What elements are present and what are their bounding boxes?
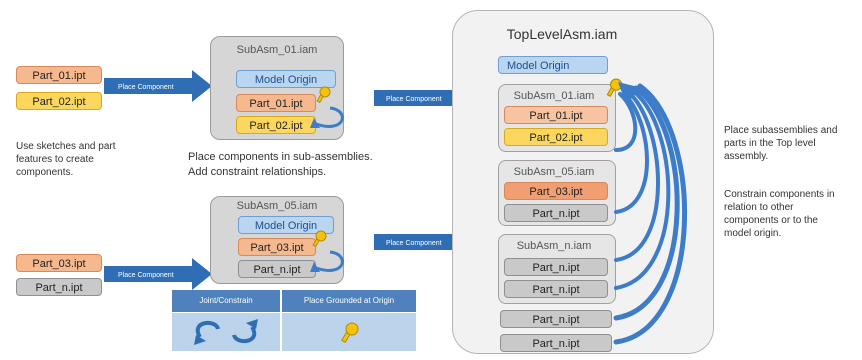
place-component-arrow-1: [104, 70, 212, 102]
subasm-05-model-origin: Model Origin: [238, 216, 334, 234]
part-01-left: Part_01.ipt: [16, 66, 102, 84]
arrow-label-3: Place Component: [386, 96, 442, 103]
ground-pin-icon: [606, 78, 623, 98]
top-subasm-01-title: SubAsm_01.iam: [513, 90, 595, 102]
top-subasm-05-title: SubAsm_05.iam: [513, 166, 595, 178]
legend-header-joint: Joint/Constrain: [172, 290, 280, 312]
arrow-label-2: Place Component: [118, 272, 174, 279]
note-line: Place subassemblies and: [724, 125, 838, 136]
top-loose-part-1: Part_n.ipt: [500, 310, 612, 328]
subasm-01-part-01: Part_01.ipt: [236, 94, 316, 112]
ground-pin-icon: [312, 230, 327, 248]
subasm-05-title: SubAsm_05.iam: [236, 200, 318, 212]
note-line: components or to the: [724, 215, 818, 226]
top-subasm-01-part-01: Part_01.ipt: [504, 106, 608, 124]
legend-cell-joint: [172, 313, 280, 351]
subasm-01-title: SubAsm_01.iam: [236, 44, 318, 56]
top-loose-part-2: Part_n.ipt: [500, 334, 612, 352]
note-line: components.: [16, 167, 74, 178]
note-create-components: Use sketches and part features to create…: [16, 140, 166, 179]
note-line: Constrain components in: [724, 189, 835, 200]
legend-cell-grounded: [282, 313, 416, 351]
note-line: relation to other: [724, 202, 794, 213]
note-line: assembly.: [724, 151, 769, 162]
subasm-05-part-n: Part_n.ipt: [238, 260, 316, 278]
note-line: features to create: [16, 154, 94, 165]
top-subasm-n-part-1: Part_n.ipt: [504, 258, 608, 276]
top-level-title: TopLevelAsm.iam: [506, 26, 618, 42]
legend-table: Joint/Constrain Place Grounded at Origin: [172, 290, 416, 352]
arrow-label-1: Place Component: [118, 84, 174, 91]
top-subasm-05-part-03: Part_03.ipt: [504, 182, 608, 200]
note-line: Add constraint relationships.: [188, 166, 327, 178]
place-component-arrow-2: [104, 258, 212, 290]
ground-pin-icon: [341, 322, 359, 344]
part-02-left: Part_02.ipt: [16, 92, 102, 110]
note-place-top-level: Place subassemblies and parts in the Top…: [724, 124, 860, 163]
top-subasm-n-part-2: Part_n.ipt: [504, 280, 608, 298]
note-line: Place components in sub-assemblies.: [188, 151, 373, 163]
part-03-left: Part_03.ipt: [16, 254, 102, 272]
note-constrain-components: Constrain components in relation to othe…: [724, 188, 860, 240]
constraint-loop-icon: [310, 106, 344, 128]
legend-header-grounded: Place Grounded at Origin: [282, 290, 416, 312]
note-line: Use sketches and part: [16, 141, 116, 152]
joint-constraint-icon: [194, 319, 258, 345]
subasm-01-model-origin: Model Origin: [236, 70, 336, 88]
note-line: model origin.: [724, 228, 782, 239]
top-subasm-05-part-n: Part_n.ipt: [504, 204, 608, 222]
top-subasm-01-part-02: Part_02.ipt: [504, 128, 608, 146]
constraint-loop-icon: [310, 250, 344, 272]
arrow-label-4: Place Component: [386, 240, 442, 247]
part-n-left: Part_n.ipt: [16, 278, 102, 296]
subasm-01-part-02: Part_02.ipt: [236, 116, 316, 134]
ground-pin-icon: [316, 86, 331, 104]
top-subasm-n-title: SubAsm_n.iam: [516, 240, 592, 252]
note-line: parts in the Top level: [724, 138, 816, 149]
constraint-arcs: [613, 82, 688, 345]
subasm-05-part-03: Part_03.ipt: [238, 238, 316, 256]
top-model-origin: Model Origin: [498, 56, 608, 74]
note-place-subassembly: Place components in sub-assemblies. Add …: [188, 150, 428, 180]
